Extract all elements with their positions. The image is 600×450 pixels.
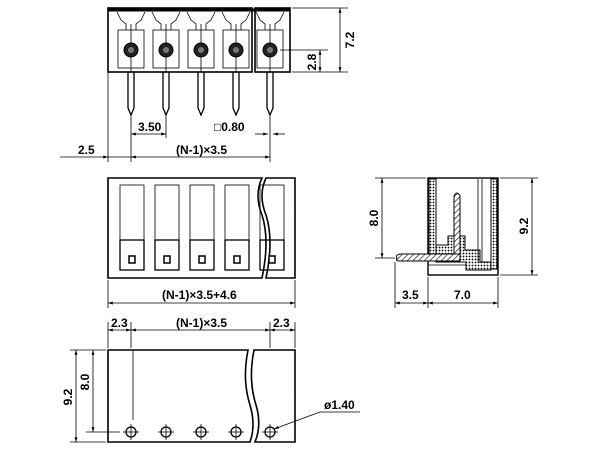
bottom-body-left xyxy=(107,349,254,443)
dim-bottom-height-inner: 8.0 xyxy=(78,373,92,390)
pin xyxy=(197,72,205,117)
slot-5 xyxy=(259,184,285,271)
dim-hole-height: 2.8 xyxy=(305,53,319,70)
side-view: 8.0 9.2 3.5 7.0 xyxy=(367,177,538,308)
front-slots xyxy=(119,184,285,271)
top-view-body-right xyxy=(254,7,291,73)
dim-overall-length: (N-1)×3.5+4.6 xyxy=(162,288,237,302)
dim-bottom-height-total: 9.2 xyxy=(61,388,75,405)
dim-bottom-span: (N-1)×3.5 xyxy=(176,316,227,330)
dim-pin-size: □0.80 xyxy=(214,120,245,134)
dim-body-depth: 7.0 xyxy=(454,288,471,302)
pin xyxy=(232,72,240,117)
slot-4 xyxy=(224,184,250,271)
pin xyxy=(162,72,170,117)
terminal-1 xyxy=(116,11,146,117)
terminal-4 xyxy=(221,11,251,117)
dim-pin-projection: 3.5 xyxy=(402,288,419,302)
terminal-3 xyxy=(186,11,216,117)
dim-right-margin: 2.3 xyxy=(273,316,290,330)
bottom-holes xyxy=(123,424,278,440)
side-pin-vertical xyxy=(453,192,461,259)
top-view: 7.2 2.8 3.50 □0.80 2.5 (N-1)×3.5 xyxy=(60,7,357,162)
front-body-right xyxy=(261,177,296,279)
bottom-view: 2.3 (N-1)×3.5 2.3 9.2 8.0 ø1.40 xyxy=(61,316,360,443)
slot-2 xyxy=(154,184,180,271)
dim-span: (N-1)×3.5 xyxy=(176,143,227,157)
top-view-body-left xyxy=(107,7,253,73)
front-view: (N-1)×3.5+4.6 xyxy=(107,177,296,308)
dim-pitch: 3.50 xyxy=(138,120,162,134)
dim-height-total: 7.2 xyxy=(343,31,357,48)
pin xyxy=(266,72,274,117)
pin xyxy=(127,72,135,117)
side-pin-horizontal xyxy=(395,253,461,262)
bottom-body-right xyxy=(250,349,296,443)
dim-pin-height: 8.0 xyxy=(367,209,381,226)
dim-left-margin: 2.3 xyxy=(111,316,128,330)
slot-1 xyxy=(119,184,145,271)
terminal-2 xyxy=(151,11,181,117)
slot-3 xyxy=(189,184,215,271)
dim-body-height: 9.2 xyxy=(517,217,531,234)
dim-hole-diameter: ø1.40 xyxy=(324,398,355,412)
dim-edge-offset: 2.5 xyxy=(78,143,95,157)
